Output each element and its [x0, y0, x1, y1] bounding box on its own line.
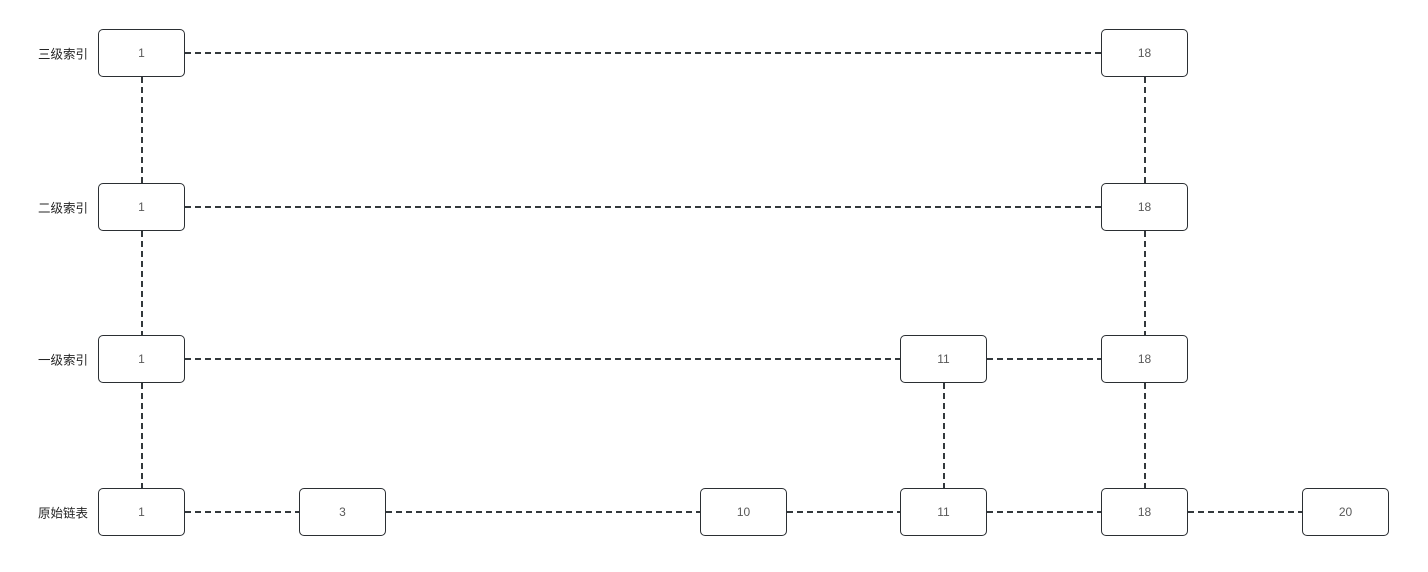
v-connector	[1143, 77, 1146, 183]
node: 1	[98, 335, 185, 383]
node: 1	[98, 29, 185, 77]
row-label: 一级索引	[37, 353, 88, 368]
h-connector	[185, 52, 1101, 54]
node: 3	[299, 488, 386, 536]
h-connector	[787, 511, 900, 513]
node: 11	[900, 488, 987, 536]
v-connector	[1143, 383, 1146, 488]
v-connector	[1143, 231, 1146, 335]
row-label: 原始链表	[37, 506, 88, 521]
h-connector	[386, 511, 700, 513]
v-connector	[140, 77, 143, 183]
h-connector	[185, 511, 299, 513]
node: 18	[1101, 335, 1188, 383]
h-connector	[1188, 511, 1302, 513]
node: 11	[900, 335, 987, 383]
node: 18	[1101, 183, 1188, 231]
h-connector	[987, 358, 1101, 360]
h-connector	[185, 358, 900, 360]
node: 10	[700, 488, 787, 536]
node: 20	[1302, 488, 1389, 536]
h-connector	[987, 511, 1101, 513]
v-connector	[140, 231, 143, 335]
node: 1	[98, 488, 185, 536]
node: 18	[1101, 488, 1188, 536]
node: 1	[98, 183, 185, 231]
row-label: 三级索引	[37, 47, 88, 62]
v-connector	[942, 383, 945, 488]
v-connector	[140, 383, 143, 488]
node: 18	[1101, 29, 1188, 77]
h-connector	[185, 206, 1101, 208]
row-label: 二级索引	[37, 201, 88, 216]
